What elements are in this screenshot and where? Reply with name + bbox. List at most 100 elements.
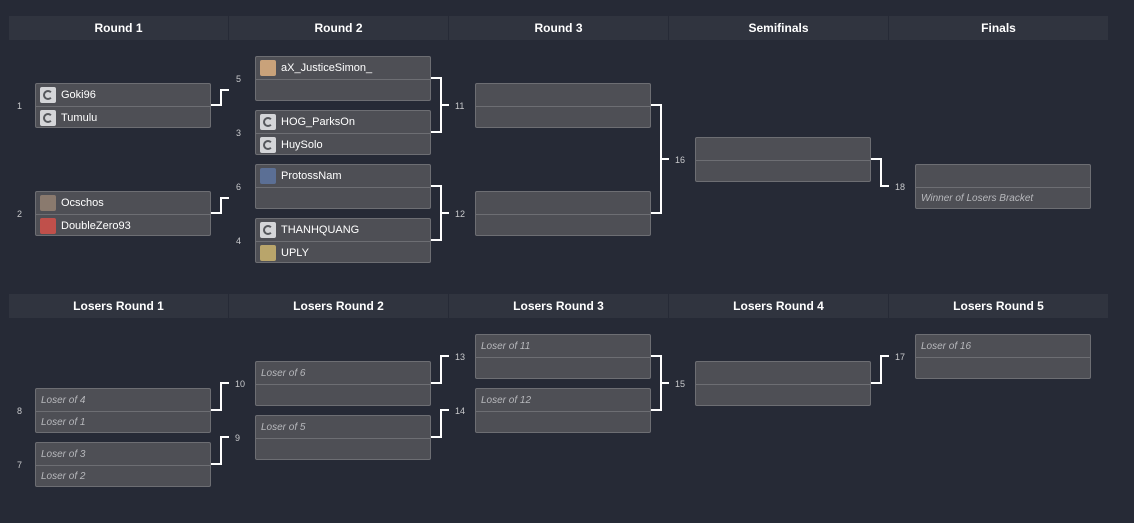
match-number: 18 <box>895 182 906 192</box>
match-3[interactable]: HOG_ParksOn HuySolo <box>255 110 431 155</box>
match-slot[interactable]: Ocschos <box>36 192 210 214</box>
match-1[interactable]: Goki96 Tumulu <box>35 83 211 128</box>
match-slot[interactable]: Loser of 6 <box>256 362 430 384</box>
match-slot[interactable]: HuySolo <box>256 133 430 155</box>
header-semifinals: Semifinals <box>669 16 888 40</box>
header-losers-round-4: Losers Round 4 <box>669 294 888 318</box>
match-15[interactable] <box>695 361 871 406</box>
header-losers-round-1: Losers Round 1 <box>9 294 228 318</box>
match-number: 14 <box>455 406 466 416</box>
connector-m6-m4 <box>431 185 442 241</box>
match-13[interactable]: Loser of 11 <box>475 334 651 379</box>
match-slot[interactable]: Loser of 16 <box>916 335 1090 357</box>
match-18[interactable]: Winner of Losers Bracket <box>915 164 1091 209</box>
match-8[interactable]: Loser of 4 Loser of 1 <box>35 388 211 433</box>
match-6[interactable]: ProtossNam <box>255 164 431 209</box>
match-5[interactable]: aX_JusticeSimon_ <box>255 56 431 101</box>
connector-m15-m17 <box>871 355 889 384</box>
match-slot[interactable] <box>476 106 650 128</box>
header-losers-round-5: Losers Round 5 <box>889 294 1108 318</box>
connector-m5-m3 <box>431 77 442 133</box>
match-2[interactable]: Ocschos DoubleZero93 <box>35 191 211 236</box>
match-16[interactable] <box>695 137 871 182</box>
match-slot[interactable] <box>476 357 650 379</box>
player-name: Goki96 <box>61 89 96 101</box>
match-slot[interactable] <box>696 384 870 406</box>
match-slot[interactable]: Loser of 12 <box>476 389 650 411</box>
match-slot[interactable] <box>476 84 650 106</box>
terran-icon <box>40 109 56 126</box>
match-slot[interactable]: DoubleZero93 <box>36 214 210 236</box>
match-slot[interactable] <box>476 411 650 433</box>
match-slot[interactable]: Loser of 2 <box>36 465 210 487</box>
connector-m8-m10 <box>211 382 229 411</box>
connector-m2-m6 <box>211 197 229 214</box>
match-slot[interactable]: ProtossNam <box>256 165 430 187</box>
match-12[interactable] <box>475 191 651 236</box>
player-placeholder: Loser of 16 <box>921 340 972 352</box>
match-number: 3 <box>236 128 242 138</box>
match-slot[interactable] <box>256 438 430 460</box>
match-slot[interactable] <box>916 357 1090 379</box>
match-slot[interactable] <box>256 187 430 209</box>
match-number: 13 <box>455 352 466 362</box>
header-losers-round-2: Losers Round 2 <box>229 294 448 318</box>
connector-m13-m14 <box>651 355 662 411</box>
match-slot[interactable] <box>256 79 430 101</box>
player-placeholder: Loser of 1 <box>41 417 86 428</box>
player-name: Tumulu <box>61 111 98 124</box>
match-slot[interactable]: Loser of 1 <box>36 411 210 433</box>
match-slot[interactable] <box>256 384 430 406</box>
match-slot[interactable] <box>696 138 870 160</box>
match-slot[interactable] <box>476 192 650 214</box>
match-number: 6 <box>236 182 242 192</box>
connector-m9-m14 <box>431 409 449 438</box>
match-slot[interactable]: Loser of 5 <box>256 416 430 438</box>
match-slot[interactable]: Loser of 11 <box>476 335 650 357</box>
connector-m16-m18 <box>871 158 889 187</box>
match-slot[interactable]: Winner of Losers Bracket <box>916 187 1090 209</box>
match-10[interactable]: Loser of 6 <box>255 361 431 406</box>
match-9[interactable]: Loser of 5 <box>255 415 431 460</box>
avatar-icon <box>40 195 56 211</box>
match-slot[interactable] <box>476 214 650 236</box>
player-placeholder: Winner of Losers Bracket <box>921 193 1034 204</box>
match-17[interactable]: Loser of 16 <box>915 334 1091 379</box>
match-slot[interactable]: Goki96 <box>36 84 210 106</box>
match-14[interactable]: Loser of 12 <box>475 388 651 433</box>
match-slot[interactable] <box>696 362 870 384</box>
match-slot[interactable]: HOG_ParksOn <box>256 111 430 133</box>
match-slot[interactable] <box>696 160 870 182</box>
terran-icon <box>40 87 56 103</box>
match-slot[interactable] <box>916 165 1090 187</box>
match-number: 16 <box>675 155 686 165</box>
player-name: Ocschos <box>61 197 104 209</box>
match-slot[interactable]: THANHQUANG <box>256 219 430 241</box>
avatar-icon <box>40 217 56 234</box>
match-number: 15 <box>675 379 686 389</box>
player-name: THANHQUANG <box>281 224 360 236</box>
match-number: 1 <box>17 101 23 111</box>
header-finals: Finals <box>889 16 1108 40</box>
player-placeholder: Loser of 12 <box>481 394 532 406</box>
connector-m1-m5 <box>211 89 229 106</box>
avatar-icon <box>260 60 276 76</box>
match-4[interactable]: THANHQUANG UPLY <box>255 218 431 263</box>
header-losers-round-3: Losers Round 3 <box>449 294 668 318</box>
player-name: UPLY <box>281 246 309 259</box>
match-number: 7 <box>17 460 23 470</box>
match-7[interactable]: Loser of 3 Loser of 2 <box>35 442 211 487</box>
header-round-3: Round 3 <box>449 16 668 40</box>
match-slot[interactable]: UPLY <box>256 241 430 263</box>
match-number: 8 <box>17 406 23 416</box>
match-slot[interactable]: aX_JusticeSimon_ <box>256 57 430 79</box>
player-name: aX_JusticeSimon_ <box>281 62 373 74</box>
match-slot[interactable]: Loser of 4 <box>36 389 210 411</box>
match-slot[interactable]: Loser of 3 <box>36 443 210 465</box>
terran-icon <box>260 136 276 153</box>
match-number: 4 <box>236 236 242 246</box>
match-11[interactable] <box>475 83 651 128</box>
header-round-1: Round 1 <box>9 16 228 40</box>
match-slot[interactable]: Tumulu <box>36 106 210 128</box>
